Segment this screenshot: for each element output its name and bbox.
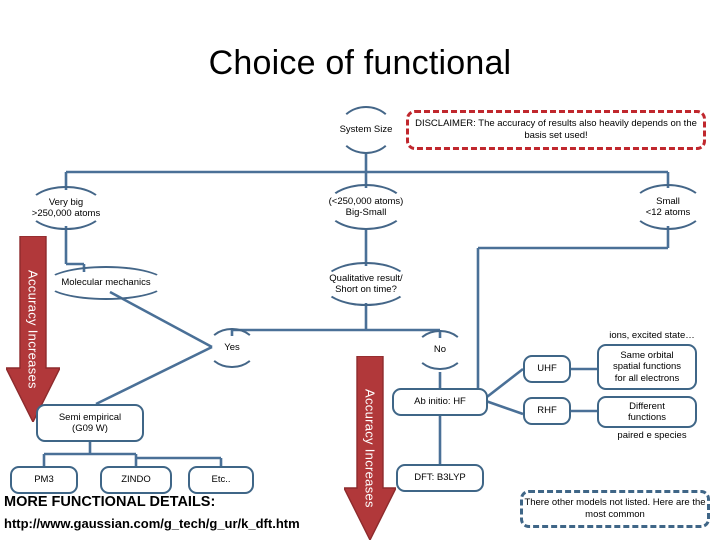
node-label: DFT: B3LYP	[414, 472, 466, 484]
node-label-line1: Small	[656, 195, 680, 207]
node-label: PM3	[34, 474, 54, 486]
node-label: Etc..	[211, 474, 231, 486]
node-label-line2: spatial functions	[612, 361, 682, 373]
node-label: UHF	[537, 363, 557, 375]
node-label-line1: Semi empirical	[58, 411, 122, 423]
models-note-callout: There other models not listed. Here are …	[520, 490, 710, 528]
node-big-small[interactable]: (<250,000 atoms) Big-Small	[320, 184, 412, 230]
node-uhf[interactable]: UHF	[523, 355, 571, 383]
accuracy-increases-arrow-right: Accuracy Increases	[344, 356, 396, 540]
node-pm3[interactable]: PM3	[10, 466, 78, 494]
node-label: Qualitative result/ Short on time?	[328, 273, 403, 296]
node-etc[interactable]: Etc..	[188, 466, 254, 494]
node-same-orbital-functions[interactable]: Same orbital spatial functions for all e…	[597, 344, 697, 390]
node-label: Yes	[224, 342, 240, 354]
annotation-paired-species: paired e species	[617, 430, 687, 441]
node-label-line2: Big-Small	[345, 207, 387, 218]
node-molecular-mechanics[interactable]: Molecular mechanics	[38, 266, 174, 300]
node-label: Same orbital spatial functions for all e…	[613, 350, 681, 385]
node-label: Very big >250,000 atoms	[31, 197, 101, 220]
node-label-line2: >250,000 atoms	[31, 208, 101, 219]
node-label-line2: <12 atoms	[645, 207, 691, 218]
page-title: Choice of functional	[208, 44, 512, 82]
node-label: (<250,000 atoms) Big-Small	[328, 196, 405, 219]
node-label-line3: for all electrons	[614, 372, 680, 384]
node-zindo[interactable]: ZINDO	[100, 466, 172, 494]
node-label-line1: Qualitative result/	[329, 272, 403, 284]
node-different-functions[interactable]: Different functions	[597, 396, 697, 428]
footer-heading: MORE FUNCTIONAL DETAILS:	[4, 494, 216, 510]
node-ab-initio-hf[interactable]: Ab initio: HF	[392, 388, 488, 416]
node-label-line1: Very big	[48, 196, 84, 208]
node-system-size[interactable]: System Size	[334, 106, 398, 154]
node-semi-empirical[interactable]: Semi empirical (G09 W)	[36, 404, 144, 442]
node-label: Molecular mechanics	[61, 277, 151, 289]
disclaimer-callout: DISCLAIMER: The accuracy of results also…	[406, 110, 706, 150]
node-label-line1: (<250,000 atoms)	[328, 195, 404, 207]
node-label: No	[433, 344, 447, 356]
node-dft-b3lyp[interactable]: DFT: B3LYP	[396, 464, 484, 492]
node-label-line2: Short on time?	[335, 284, 397, 295]
accuracy-increases-arrow-left: Accuracy Increases	[6, 236, 60, 422]
node-label: Semi empirical (G09 W)	[59, 412, 121, 435]
node-small[interactable]: Small <12 atoms	[626, 184, 710, 230]
node-no[interactable]: No	[412, 330, 468, 370]
annotation-ions-excited-state: ions, excited state…	[609, 330, 695, 341]
node-label: Ab initio: HF	[414, 396, 466, 408]
node-label-line2: functions	[627, 412, 667, 423]
node-yes[interactable]: Yes	[204, 328, 260, 368]
node-label-line2: (G09 W)	[72, 423, 108, 434]
node-label-line1: Same orbital	[620, 349, 674, 361]
node-label: ZINDO	[121, 474, 151, 486]
node-label: System Size	[339, 124, 393, 136]
node-qualitative-result[interactable]: Qualitative result/ Short on time?	[316, 262, 416, 306]
node-very-big[interactable]: Very big >250,000 atoms	[22, 186, 110, 230]
node-label: RHF	[537, 405, 557, 417]
node-label: Small <12 atoms	[645, 196, 692, 219]
node-label: Different functions	[628, 401, 666, 424]
node-label-line1: Different	[629, 400, 665, 412]
node-rhf[interactable]: RHF	[523, 397, 571, 425]
footer-url[interactable]: http://www.gaussian.com/g_tech/g_ur/k_df…	[4, 516, 300, 531]
